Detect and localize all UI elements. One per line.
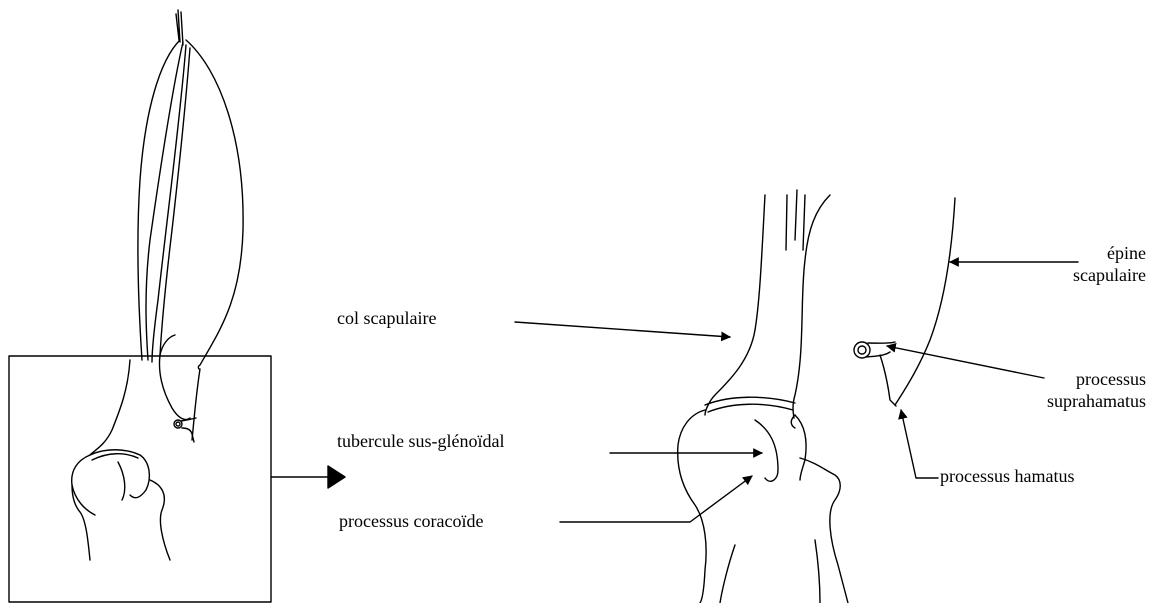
zoom-arrow — [271, 466, 345, 488]
label-suprahamatus-line2: suprahamatus — [1000, 390, 1146, 412]
label-epine-line1: épine — [1040, 242, 1146, 264]
label-epine-line2: scapulaire — [1040, 264, 1146, 286]
label-suprahamatus-line1: processus — [1000, 368, 1146, 390]
label-processus-suprahamatus: processus suprahamatus — [1000, 368, 1146, 412]
label-tubercule-sus-glenoidal: tubercule sus-glénoïdal — [337, 430, 504, 452]
inset-frame — [9, 356, 271, 602]
label-epine-scapulaire: épine scapulaire — [1040, 242, 1146, 286]
leader-col — [515, 322, 730, 337]
label-processus-coracoide: processus coracoïde — [339, 510, 483, 532]
scapula-detail-drawing — [678, 190, 955, 603]
label-col-scapulaire: col scapulaire — [337, 307, 436, 329]
leader-coracoide — [560, 476, 752, 522]
leader-hamatus — [901, 410, 938, 478]
scapula-overview-drawing — [72, 10, 243, 560]
label-processus-hamatus: processus hamatus — [940, 465, 1074, 487]
